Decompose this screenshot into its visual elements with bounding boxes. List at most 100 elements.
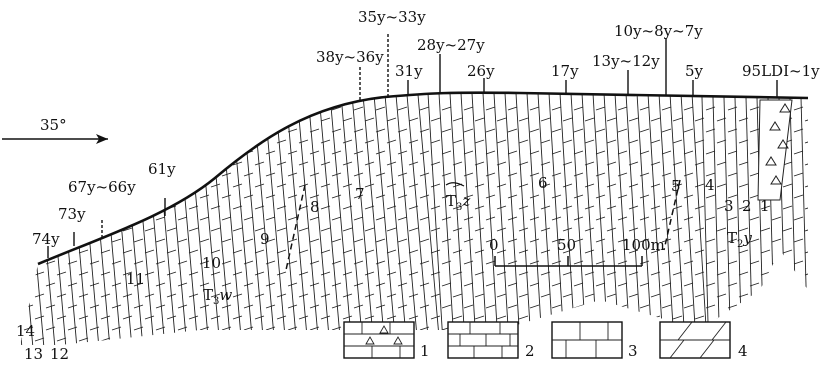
- strata-line: [133, 326, 144, 331]
- formation-t3z: T3z: [446, 192, 470, 213]
- strata-line: [232, 161, 243, 166]
- strata-line: [518, 315, 529, 320]
- strata-line: [408, 227, 419, 232]
- strata-line: [78, 315, 89, 320]
- strata-line: [683, 304, 694, 309]
- strata-line: [188, 293, 199, 298]
- strata-line: [155, 216, 166, 221]
- strata-line: [683, 172, 694, 177]
- strata-line: [353, 304, 364, 309]
- strata-line: [133, 150, 144, 155]
- strata-line: [793, 194, 804, 199]
- strata-line: [144, 227, 155, 232]
- strata-line: [67, 106, 78, 111]
- strata-line: [551, 260, 562, 265]
- strata-line: [232, 183, 243, 188]
- strata-line: [722, 92, 732, 346]
- strata-line: [661, 216, 672, 221]
- strata-line: [188, 337, 199, 342]
- strata-line: [320, 249, 331, 254]
- strata-line: [573, 282, 584, 287]
- strata-line: [628, 315, 639, 320]
- strata-line: [67, 326, 78, 331]
- strata-line: [45, 216, 56, 221]
- strata-line: [485, 194, 496, 199]
- strata-line: [89, 326, 100, 331]
- strata-line: [144, 315, 155, 320]
- strata-line: [20, 205, 23, 210]
- strata-line: [375, 238, 386, 243]
- strata-line: [408, 139, 419, 144]
- strata-line: [606, 227, 617, 232]
- strata-line: [144, 117, 155, 122]
- strata-line: [348, 92, 376, 346]
- strata-line: [639, 282, 650, 287]
- strata-line: [683, 194, 694, 199]
- strata-line: [89, 106, 100, 111]
- strata-line: [34, 315, 45, 320]
- strata-line: [331, 216, 342, 221]
- strata-line: [628, 293, 639, 298]
- strata-line: [210, 161, 221, 166]
- strata-line: [639, 194, 650, 199]
- strata-line: [760, 315, 771, 320]
- strata-line: [628, 337, 639, 342]
- bed-boundaries: [285, 179, 681, 271]
- strata-line: [463, 128, 474, 133]
- strata-line: [320, 315, 331, 320]
- strata-line: [793, 282, 804, 287]
- strata-line: [612, 92, 632, 346]
- strata-line: [331, 106, 342, 111]
- strata-line: [716, 293, 727, 298]
- strata-line: [282, 92, 310, 346]
- bed-number-8: 8: [310, 198, 320, 216]
- strata-line: [287, 216, 298, 221]
- strata-line: [667, 92, 687, 346]
- strata-line: [78, 249, 89, 254]
- strata-line: [243, 304, 254, 309]
- strata-line: [507, 150, 518, 155]
- strata-line: [56, 337, 67, 342]
- strata-line: [210, 271, 221, 276]
- strata-line: [562, 315, 573, 320]
- strata-line: [2, 129, 11, 132]
- strata-line: [782, 337, 793, 342]
- strata-line: [177, 238, 188, 243]
- strata-line: [177, 128, 188, 133]
- strata-line: [705, 282, 716, 287]
- strata-line: [562, 205, 573, 210]
- strata-line: [188, 205, 199, 210]
- strata-line: [469, 92, 489, 346]
- sample-label-74y: 74y: [32, 230, 60, 248]
- strata-line: [210, 337, 221, 342]
- strata-line: [628, 227, 639, 232]
- strata-line: [799, 92, 808, 346]
- strata-line: [106, 92, 134, 346]
- strata-line: [111, 282, 122, 287]
- strata-line: [386, 315, 397, 320]
- strata-line: [584, 227, 595, 232]
- strata-line: [0, 60, 12, 360]
- strata-line: [23, 304, 34, 309]
- strata-line: [254, 161, 265, 166]
- strata-line: [551, 128, 562, 133]
- strata-line: [216, 92, 244, 346]
- strata-line: [760, 271, 771, 276]
- strata-line: [111, 304, 122, 309]
- strata-line: [265, 194, 276, 199]
- strata-line: [474, 293, 485, 298]
- strata-line: [122, 337, 133, 342]
- strata-line: [221, 282, 232, 287]
- strata-line: [551, 194, 562, 199]
- strata-line: [540, 337, 551, 342]
- strata-line: [738, 161, 749, 166]
- strata-line: [172, 92, 200, 346]
- strata-line: [661, 260, 672, 265]
- strata-line: [573, 238, 584, 243]
- strata-line: [353, 216, 364, 221]
- strata-line: [727, 238, 738, 243]
- strata-line: [617, 304, 628, 309]
- strata-line: [265, 216, 276, 221]
- strata-line: [804, 227, 808, 232]
- strata-line: [573, 194, 584, 199]
